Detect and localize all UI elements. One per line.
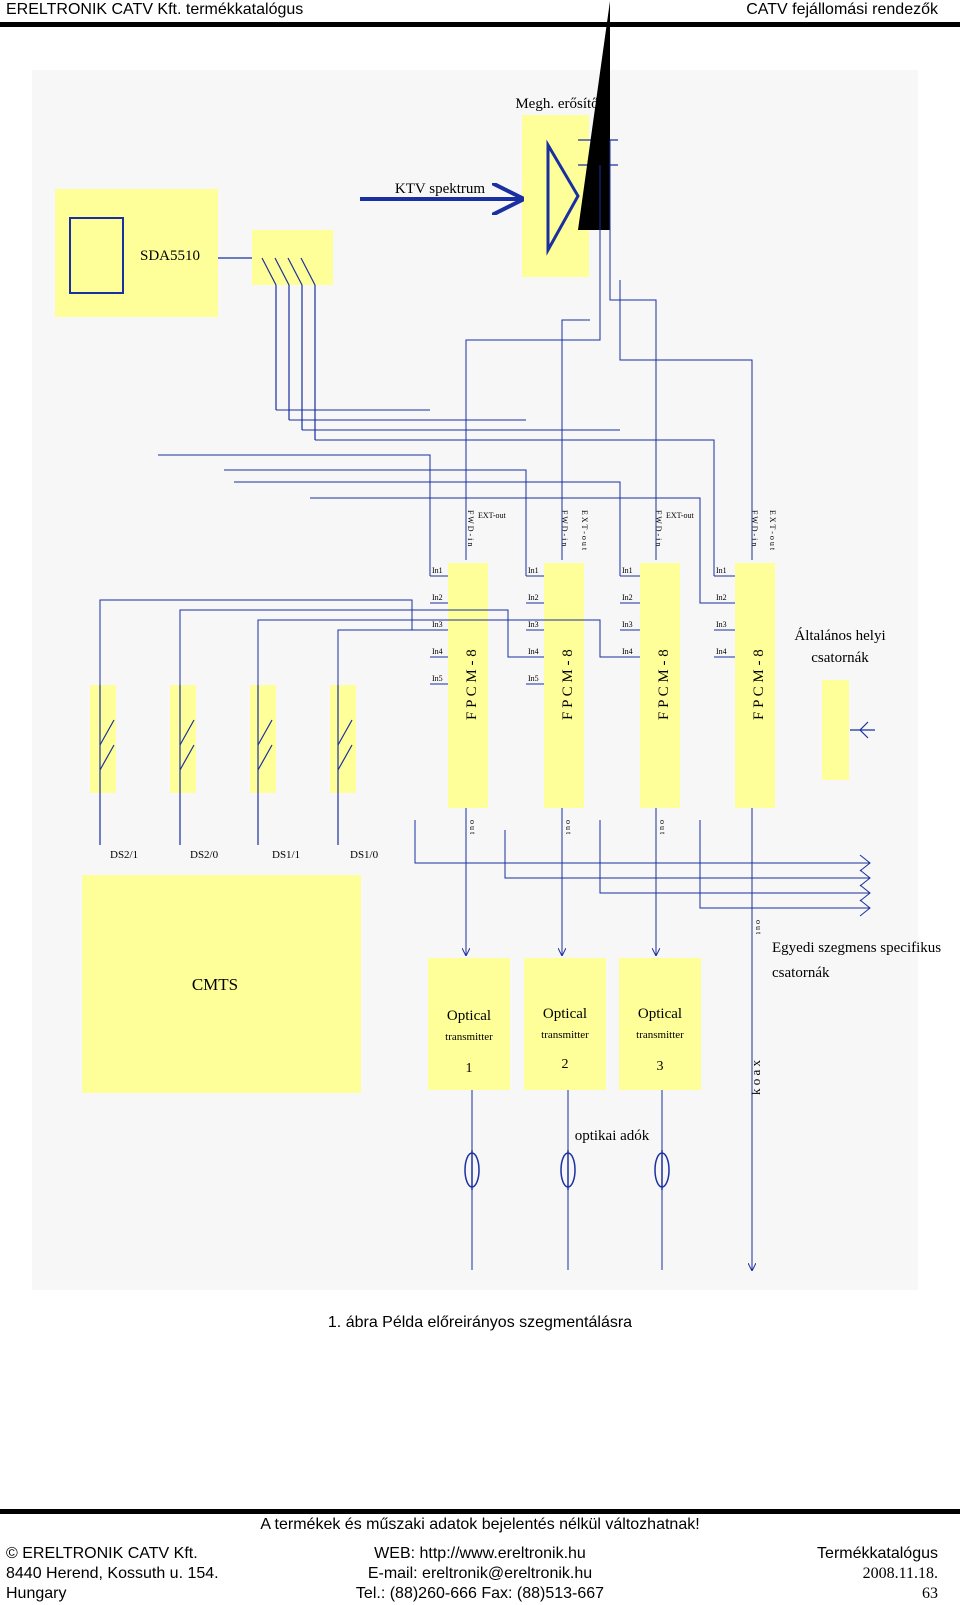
sda5510-block: SDA5510 bbox=[55, 189, 218, 317]
segment-channels-line1: Egyedi szegmens specifikus bbox=[772, 940, 941, 956]
optical-label: Optical bbox=[447, 1008, 491, 1024]
general-channels-line1: Általános helyi bbox=[794, 627, 885, 644]
fpcm-label-4: F P C M - 8 bbox=[751, 649, 767, 720]
fwd-label-1: F W D - i n bbox=[466, 510, 475, 546]
optical-transmitter-3: Optical transmitter 3 bbox=[619, 958, 701, 1090]
fpcm-label-3: F P C M - 8 bbox=[656, 649, 672, 720]
koax-label: k o a x bbox=[748, 1059, 763, 1095]
footer-phone: Tel.: (88)260-666 Fax: (88)513-667 bbox=[355, 1585, 605, 1602]
out-label-3: o u t bbox=[658, 820, 667, 835]
tx-number: 3 bbox=[657, 1059, 664, 1074]
in-label: In3 bbox=[432, 620, 443, 629]
footer-country: Hungary bbox=[6, 1585, 67, 1602]
fwd-label-2: F W D - i n bbox=[560, 510, 569, 546]
out-label-2: o u t bbox=[564, 820, 573, 835]
ktv-label: KTV spektrum bbox=[395, 181, 485, 197]
in-label: In5 bbox=[432, 674, 443, 683]
in-label: In2 bbox=[622, 593, 633, 602]
footer-notice: A termékek és műszaki adatok bejelentés … bbox=[260, 1516, 700, 1533]
transmitter-label: transmitter bbox=[541, 1029, 589, 1041]
footer-web: WEB: http://www.ereltronik.hu bbox=[374, 1545, 586, 1562]
optical-tx-label: optikai adók bbox=[575, 1128, 650, 1144]
footer-company-name: © ERELTRONIK CATV Kft. bbox=[6, 1545, 198, 1562]
header-left-title: ERELTRONIK CATV Kft. termékkatalógus bbox=[6, 1, 304, 18]
ext-label-2: E X T - o u t bbox=[580, 510, 589, 551]
fpcm-block-4: F P C M - 8 bbox=[735, 563, 775, 808]
ds-label-3: DS1/1 bbox=[272, 849, 300, 861]
in-label: In1 bbox=[716, 566, 727, 575]
out-label-4: o u t bbox=[754, 920, 763, 935]
optical-transmitter-2: Optical transmitter 2 bbox=[524, 958, 606, 1090]
transmitter-label: transmitter bbox=[636, 1029, 684, 1041]
figure-caption: 1. ábra Példa előreirányos szegmentálásr… bbox=[327, 1314, 633, 1331]
splitter-block bbox=[252, 230, 333, 285]
ext-out-label-3: EXT-out bbox=[666, 511, 694, 520]
amplifier-label: Megh. erősítő bbox=[515, 96, 598, 112]
footer-email: E-mail: ereltronik@ereltronik.hu bbox=[367, 1565, 593, 1582]
tx-number: 1 bbox=[466, 1061, 473, 1076]
out-label-1: o u t bbox=[468, 820, 477, 835]
segment-channels-line2: csatornák bbox=[772, 965, 830, 981]
page-header: ERELTRONIK CATV Kft. termékkatalógus CAT… bbox=[0, 0, 960, 27]
in-label: In5 bbox=[528, 674, 539, 683]
fpcm-block-1: F P C M - 8 bbox=[448, 563, 488, 808]
in-label: In4 bbox=[432, 647, 443, 656]
in-label: In1 bbox=[622, 566, 633, 575]
in-label: In3 bbox=[622, 620, 633, 629]
footer-rule bbox=[0, 1509, 960, 1514]
footer-contact: WEB: http://www.ereltronik.hu E-mail: er… bbox=[0, 1544, 960, 1604]
footer-address: 8440 Herend, Kossuth u. 154. bbox=[6, 1565, 219, 1582]
cmts-label: CMTS bbox=[192, 975, 238, 994]
page-number: 63 bbox=[922, 1585, 938, 1602]
ext-out-label-1: EXT-out bbox=[478, 511, 506, 520]
fpcm-block-3: F P C M - 8 bbox=[640, 563, 680, 808]
in-label: In3 bbox=[528, 620, 539, 629]
general-channels-block bbox=[822, 680, 849, 780]
cmts-block bbox=[82, 875, 361, 1093]
in-label: In4 bbox=[716, 647, 727, 656]
in-label: In2 bbox=[528, 593, 539, 602]
segmentation-diagram: Megh. erősítő KTV spektrum SDA5510 F P C… bbox=[55, 1, 941, 1300]
in-label: In1 bbox=[432, 566, 443, 575]
in-label: In2 bbox=[716, 593, 727, 602]
tx-number: 2 bbox=[562, 1057, 569, 1072]
ds-label-4: DS1/0 bbox=[350, 849, 379, 861]
in-label: In4 bbox=[528, 647, 539, 656]
fwd-label-4: F W D - i n bbox=[750, 510, 759, 546]
ds-label-2: DS2/0 bbox=[190, 849, 219, 861]
fiber-coil-icons bbox=[464, 1150, 670, 1190]
fpcm-block-2: F P C M - 8 bbox=[544, 563, 584, 808]
footer-date: 2008.11.18. bbox=[862, 1565, 938, 1582]
footer-meta: Termékkatalógus 2008.11.18. 63 bbox=[817, 1544, 938, 1604]
fpcm-label-1: F P C M - 8 bbox=[464, 649, 480, 720]
in-label: In4 bbox=[622, 647, 633, 656]
optical-label: Optical bbox=[543, 1006, 587, 1022]
general-channels-line2: csatornák bbox=[811, 650, 869, 666]
in-label: In1 bbox=[528, 566, 539, 575]
footer-catalog: Termékkatalógus bbox=[817, 1545, 938, 1562]
ds-label-1: DS2/1 bbox=[110, 849, 138, 861]
fpcm-label-2: F P C M - 8 bbox=[560, 649, 576, 720]
transmitter-label: transmitter bbox=[445, 1031, 493, 1043]
in-label: In2 bbox=[432, 593, 443, 602]
header-right-title: CATV fejállomási rendezők bbox=[746, 1, 938, 18]
in-label: In3 bbox=[716, 620, 727, 629]
header-rule bbox=[0, 22, 960, 27]
footer-company: © ERELTRONIK CATV Kft. 8440 Herend, Koss… bbox=[6, 1544, 219, 1604]
ext-label-4: E X T - o u t bbox=[768, 510, 777, 551]
fwd-label-3: F W D - i n bbox=[654, 510, 663, 546]
optical-transmitter-1: Optical transmitter 1 bbox=[428, 958, 510, 1090]
sda-label: SDA5510 bbox=[140, 248, 200, 264]
optical-label: Optical bbox=[638, 1006, 682, 1022]
amplifier-block: Megh. erősítő bbox=[515, 1, 618, 277]
ds-splitters bbox=[90, 685, 356, 845]
